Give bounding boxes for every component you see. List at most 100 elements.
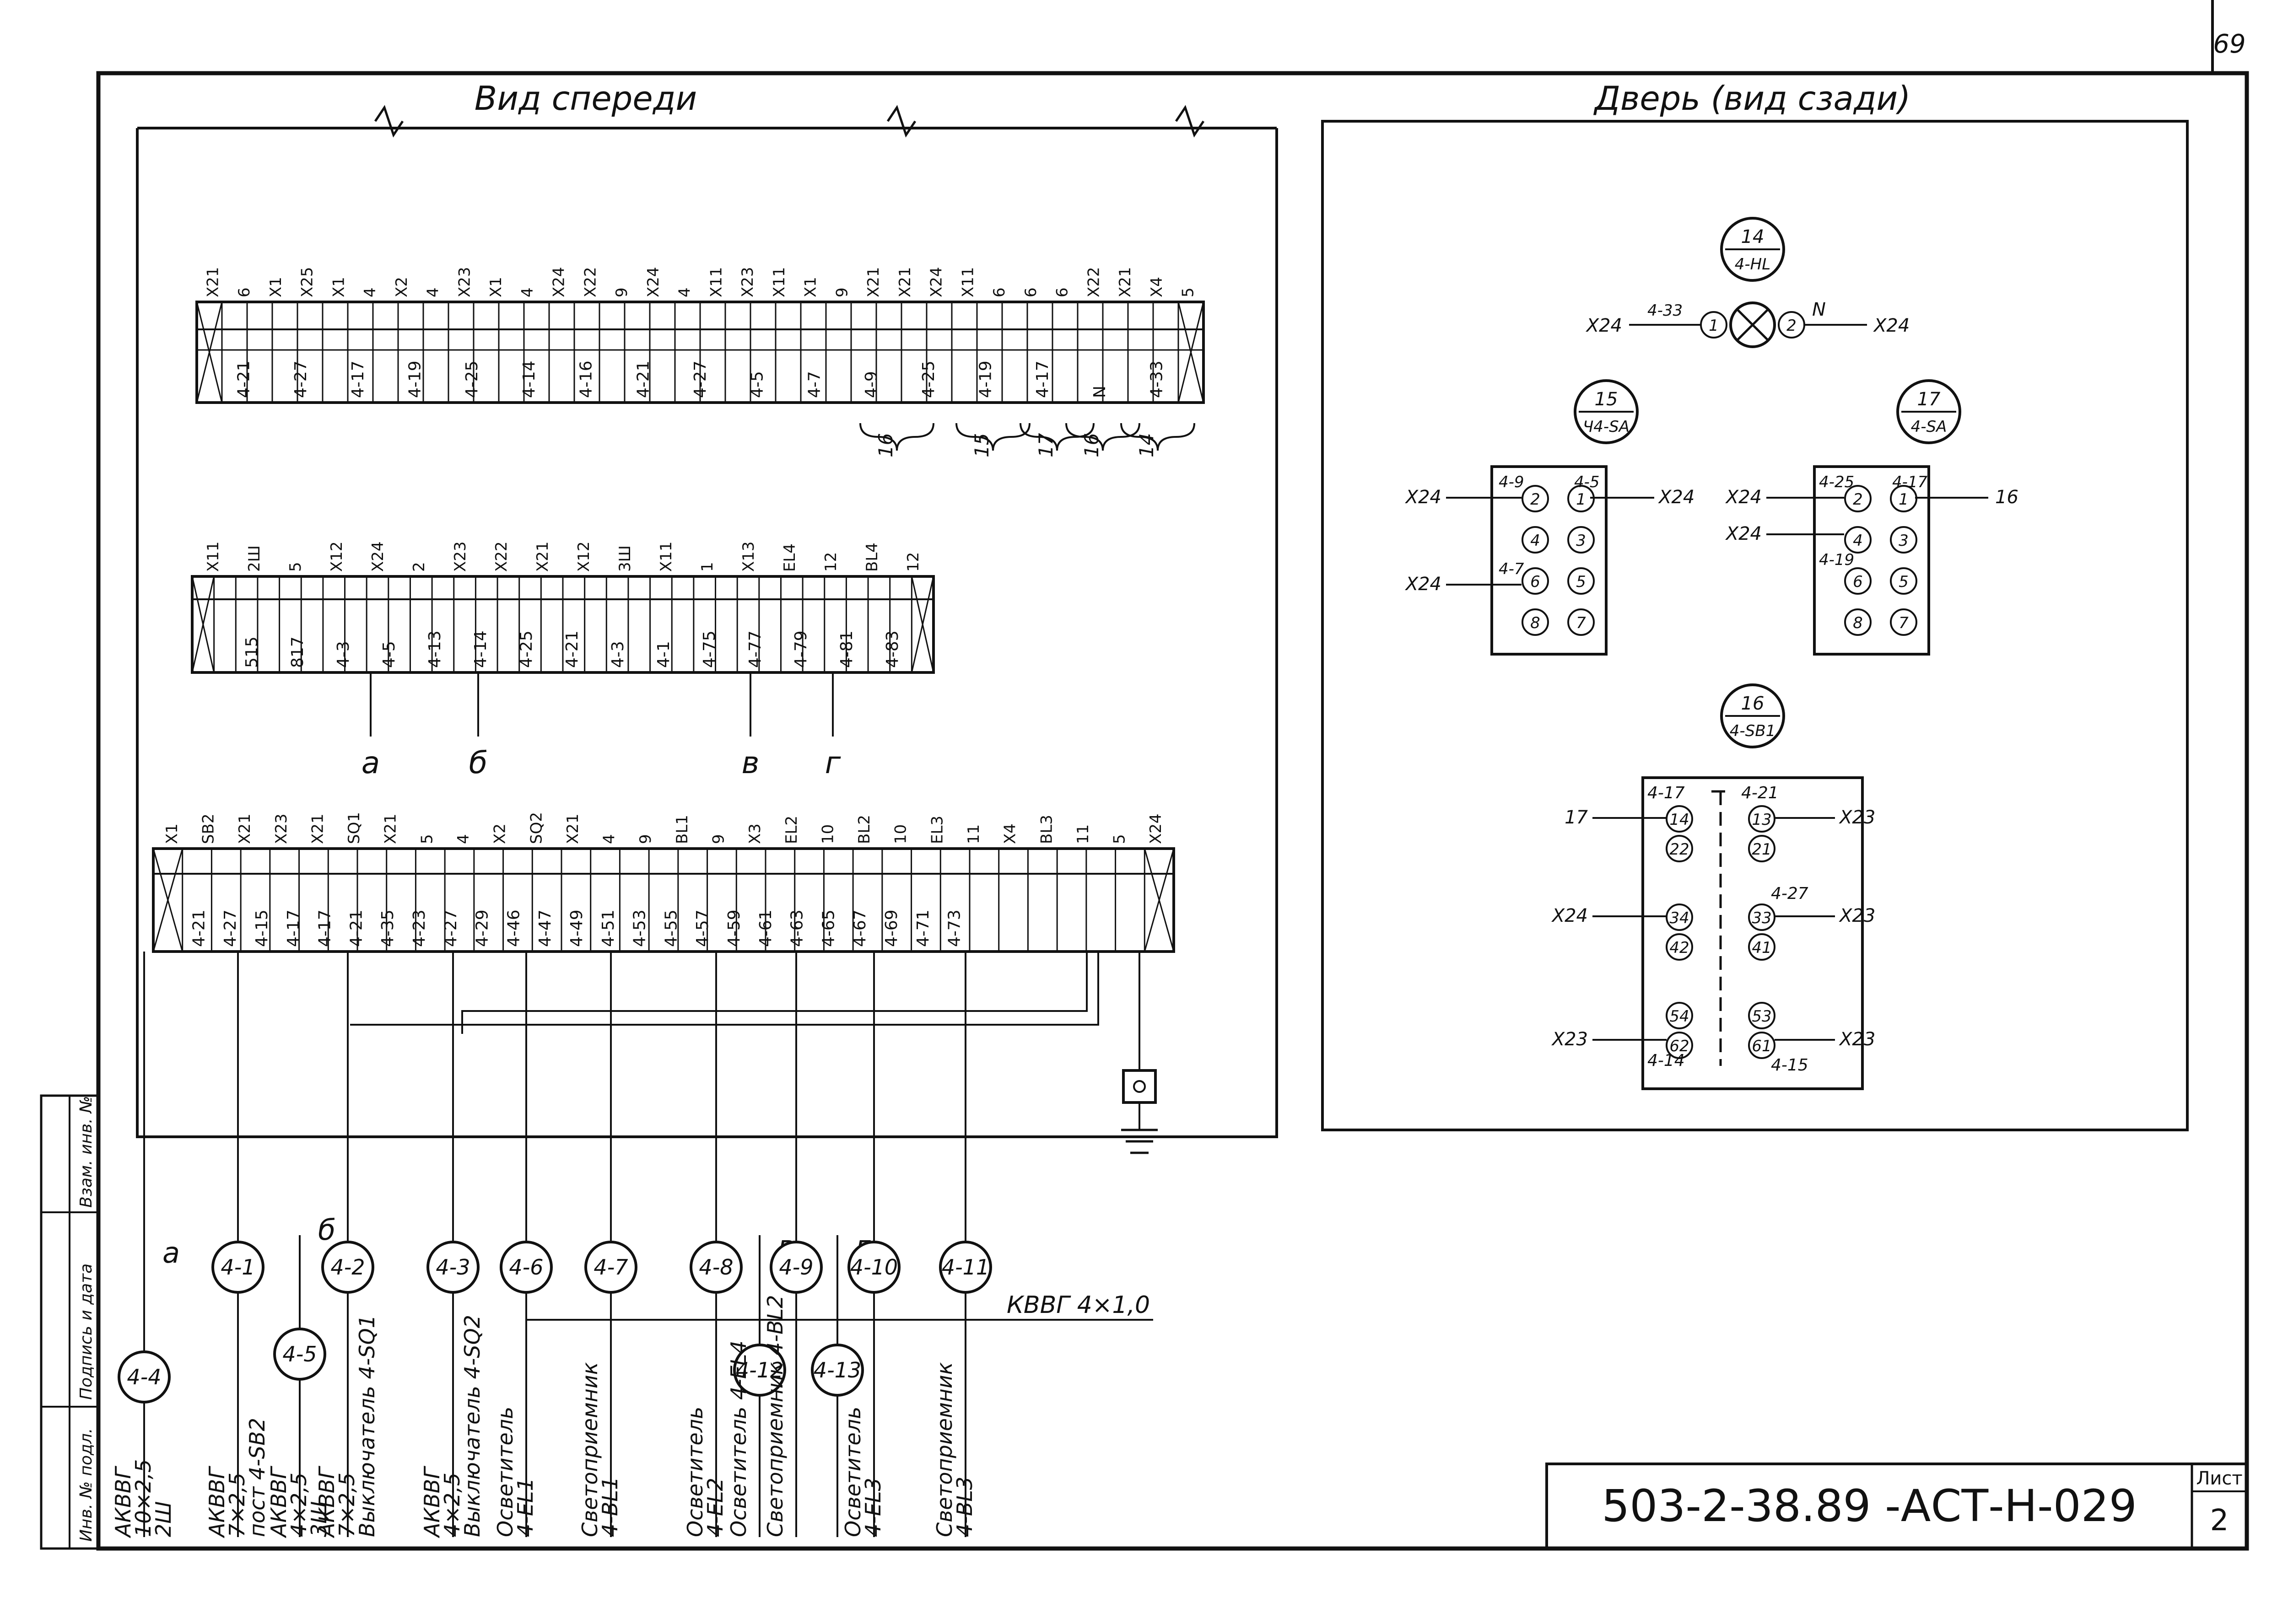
- strip1-top-label-29: X21: [1116, 267, 1134, 297]
- strip2-wire-3: 4-5: [380, 641, 399, 668]
- switch17-pin-4-text: 4: [1853, 532, 1863, 550]
- button16-pin-22-text: 22: [1669, 840, 1689, 859]
- cable-id-4-12: 4-12: [736, 1358, 783, 1382]
- strip1-top-label-27: 6: [1053, 287, 1072, 297]
- cable-text-4-6-1: 4-EL1: [513, 1478, 538, 1537]
- strip2-top-label-14: EL4: [781, 543, 799, 572]
- strip3-wire-15: 4-55: [662, 909, 680, 947]
- strip2-bundle-label-0: а: [362, 745, 380, 780]
- cable-marker-4-8: [690, 1241, 743, 1294]
- strip2-top-label-2: 5: [286, 562, 305, 572]
- strip1-wire-6: 4-16: [577, 360, 596, 398]
- cable-marker-4-11: [939, 1241, 992, 1294]
- cable-text-4-7-0: Светоприемник: [577, 1362, 602, 1537]
- cable-id-4-10: 4-10: [850, 1255, 898, 1280]
- cable-id-4-1: 4-1: [221, 1255, 255, 1280]
- switch17-wire-2: 4-19: [1819, 551, 1854, 569]
- strip3-wire-0: 4-21: [189, 909, 208, 947]
- strip1-top-label-10: 4: [518, 287, 537, 297]
- switch17-pin-7: [1890, 608, 1917, 636]
- strip1-brace-2: [1020, 423, 1095, 451]
- strip3-top-label-3: X23: [272, 813, 291, 844]
- cable-text-4-4-1: 10×2,5: [131, 1459, 156, 1537]
- switch15-ref: Ч4-SA: [1583, 418, 1630, 436]
- switch17-pin-3-text: 3: [1899, 532, 1909, 550]
- switch15-term-1: X24: [1658, 487, 1694, 508]
- switch15-term-0: X24: [1405, 487, 1441, 508]
- strip2-top-label-1: 2Ш: [245, 545, 264, 572]
- strip2-wire-7: 4-21: [563, 630, 582, 668]
- cable-text-4-11-1: 4-BL3: [952, 1477, 977, 1537]
- strip1-top-label-7: 4: [424, 287, 442, 297]
- strip3-wire-2: 4-15: [253, 909, 271, 947]
- switch17-pin-5-text: 5: [1899, 573, 1909, 591]
- strip3-wire-12: 4-49: [567, 909, 586, 947]
- cable-marker-4-4: [118, 1350, 171, 1404]
- strip3-wire-10: 4-46: [504, 909, 523, 947]
- strip2-top-label-17: 12: [904, 552, 923, 572]
- cable-text-4-1-2: пост 4-SB2: [245, 1418, 270, 1537]
- strip3-top-label-20: 10: [892, 824, 910, 844]
- strip3-top-label-22: 11: [965, 824, 983, 844]
- switch17-pin-3: [1890, 526, 1917, 554]
- cable-marker-4-12: [733, 1344, 786, 1397]
- strip1-wire-16: 4-33: [1148, 360, 1166, 398]
- cable-text-4-11-0: Светоприемник: [932, 1362, 957, 1537]
- strip2-wire-6: 4-25: [517, 630, 536, 668]
- sheet-number: 2: [2210, 1504, 2229, 1538]
- strip3-wire-9: 4-29: [473, 909, 492, 947]
- cable-marker-4-2: [321, 1241, 374, 1294]
- strip3-top-label-17: EL2: [782, 816, 801, 844]
- strip1-wire-11: 4-9: [862, 371, 881, 398]
- button16-body: [1641, 776, 1864, 1090]
- strip3-wire-13: 4-51: [599, 909, 618, 947]
- strip2-bundle-label-2: в: [742, 745, 760, 780]
- switch17-pin-4: [1844, 526, 1872, 554]
- lamp-right-wire: N: [1812, 299, 1826, 320]
- button16-pin-42-text: 42: [1669, 939, 1689, 957]
- strip1-top-label-12: X22: [581, 267, 599, 297]
- page-number: 69: [2213, 29, 2245, 59]
- switch15-wire-1: 4-5: [1574, 473, 1600, 491]
- strip2-wire-9: 4-1: [654, 641, 673, 668]
- button16-pin-22: [1666, 835, 1693, 862]
- button16-pin-54: [1666, 1002, 1693, 1029]
- cable-text-4-8-0: Осветитель: [683, 1407, 707, 1537]
- strip1-top-label-13: 9: [613, 287, 631, 297]
- button16-pin-53: [1748, 1002, 1775, 1029]
- strip1-wire-9: 4-5: [748, 371, 767, 398]
- strip3-top-label-26: 5: [1111, 834, 1129, 844]
- strip1-brace-0: [859, 423, 934, 451]
- strip1-wire-12: 4-25: [919, 360, 938, 398]
- switch15-pin-6-text: 6: [1530, 573, 1540, 591]
- strip1-wire-3: 4-19: [405, 360, 424, 398]
- cable-id-4-13: 4-13: [814, 1358, 861, 1382]
- switch17-pin-7-text: 7: [1899, 614, 1909, 632]
- strip1-wire-8: 4-27: [691, 360, 710, 398]
- strip2-top-label-15: 12: [822, 552, 840, 572]
- strip3-top-label-9: X2: [491, 823, 509, 844]
- button16-term-2: X24: [1551, 905, 1588, 926]
- switch15-pin-2-text: 2: [1530, 490, 1540, 509]
- switch15-pin-8: [1522, 608, 1549, 636]
- strip1-brace-1: [955, 423, 1031, 451]
- strip3-top-label-5: SQ1: [345, 812, 363, 844]
- strip1-top-label-25: 6: [990, 287, 1009, 297]
- strip2-top-label-6: X23: [451, 541, 469, 572]
- strip2-top-label-3: X12: [328, 541, 346, 572]
- lamp-left-term: X24: [1586, 315, 1622, 336]
- cable-text-4-5-0: АКВВГ: [266, 1466, 291, 1538]
- strip1-wire-5: 4-14: [520, 360, 539, 398]
- button16-term-4: X23: [1551, 1029, 1588, 1050]
- strip3-wire-22: 4-69: [882, 909, 901, 947]
- strip1-wire-7: 4-21: [634, 360, 653, 398]
- cable-text-4-10-1: 4-EL3: [861, 1478, 885, 1537]
- button16-term-1: X23: [1839, 807, 1875, 828]
- strip3-wire-24: 4-73: [945, 909, 964, 947]
- switch17-pin-2-text: 2: [1853, 490, 1863, 509]
